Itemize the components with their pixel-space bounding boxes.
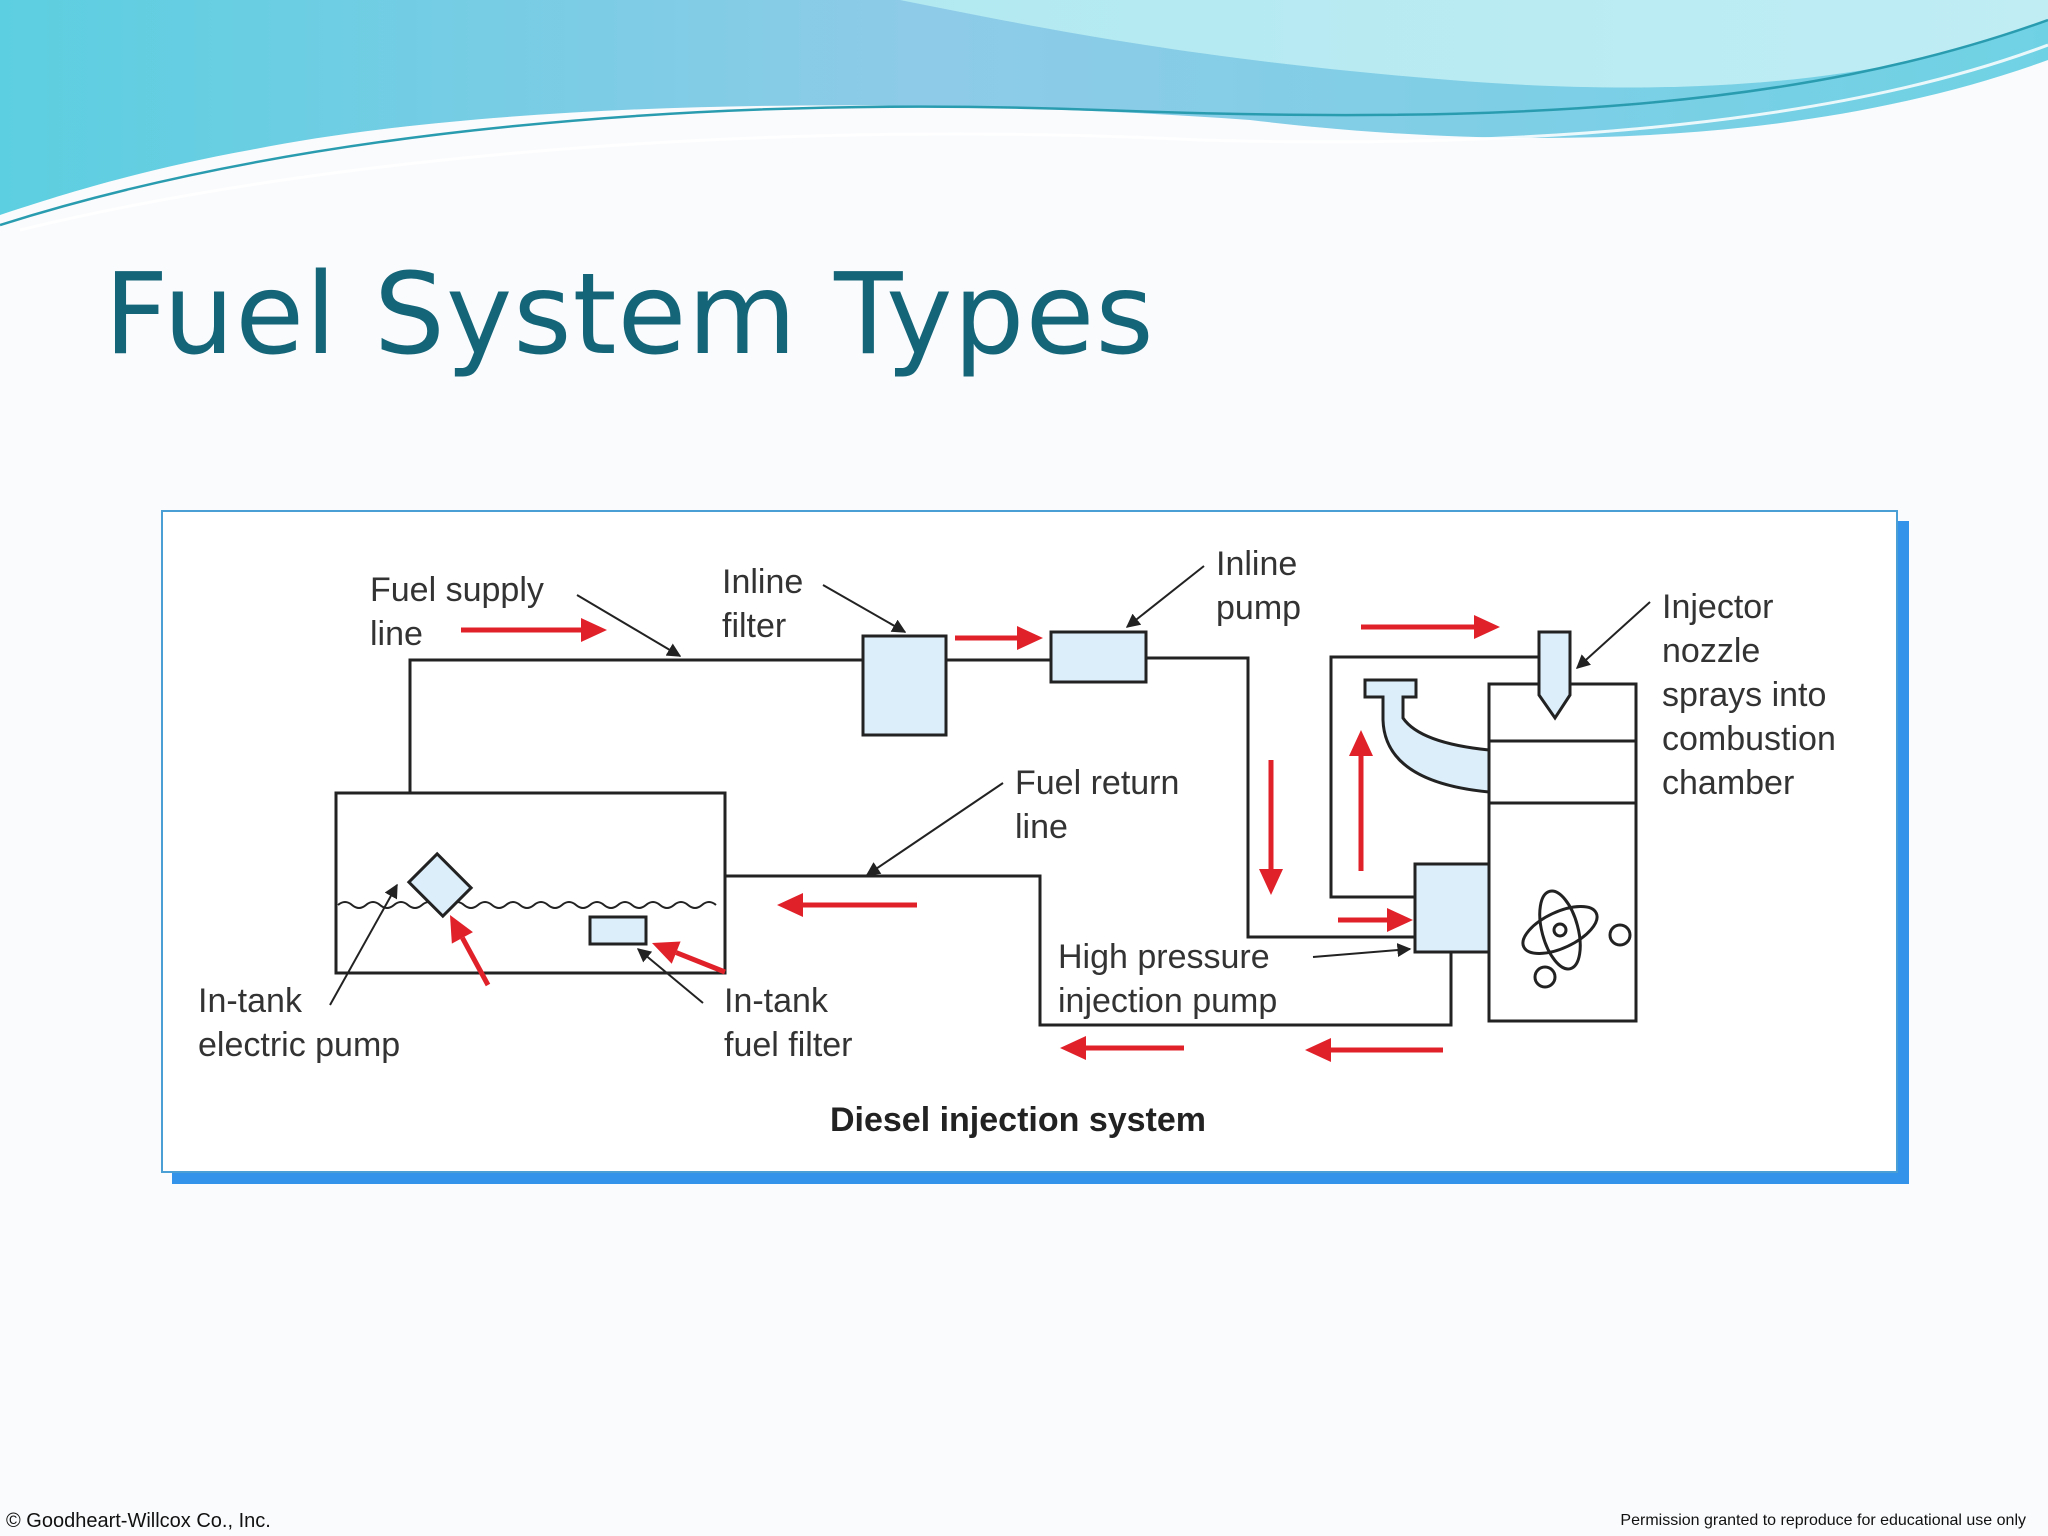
slide-title: Fuel System Types bbox=[104, 250, 1155, 380]
label-fuel-return-line: Fuel return line bbox=[1015, 764, 1189, 846]
inline-filter bbox=[861, 634, 948, 737]
fuel-level-surface bbox=[337, 901, 717, 909]
label-inline-filter: Inline filter bbox=[722, 563, 813, 645]
flow-arrow-head bbox=[1474, 615, 1500, 639]
footer-permission-notice: Permission granted to reproduce for educ… bbox=[1620, 1512, 2026, 1529]
injector-nozzle bbox=[1537, 630, 1572, 721]
label-fuel-supply-line: Fuel supply line bbox=[370, 571, 553, 653]
in-tank-fuel-filter bbox=[588, 915, 648, 946]
crankshaft-icon bbox=[1521, 889, 1632, 989]
label-high-pressure-pump: High pressure injection pump bbox=[1058, 938, 1279, 1020]
leader-lines bbox=[329, 565, 1651, 1006]
injector-line bbox=[1329, 655, 1555, 899]
flow-arrow-head bbox=[1387, 908, 1413, 932]
flow-arrow-shaft bbox=[460, 936, 491, 987]
label-in-tank-electric-pump: In-tank electric pump bbox=[198, 982, 400, 1064]
label-injector-nozzle: Injector nozzle sprays into combustion c… bbox=[1662, 588, 1845, 802]
flow-arrow-head bbox=[1060, 1036, 1086, 1060]
flow-arrows bbox=[450, 615, 1500, 1062]
header-wave-decoration bbox=[0, 0, 2048, 232]
label-in-tank-fuel-filter: In-tank fuel filter bbox=[724, 982, 853, 1064]
flow-arrow-head bbox=[777, 893, 803, 917]
flow-arrow-head bbox=[652, 941, 681, 964]
label-inline-pump: Inline pump bbox=[1216, 545, 1307, 627]
flow-arrow-head bbox=[1349, 730, 1373, 756]
flow-arrow-head bbox=[581, 618, 607, 642]
flow-arrow-head bbox=[450, 915, 473, 944]
intake-manifold bbox=[1363, 678, 1491, 794]
flow-arrow-head bbox=[1017, 626, 1043, 650]
diagram-caption: Diesel injection system bbox=[830, 1101, 1206, 1139]
flow-arrow-head bbox=[1259, 869, 1283, 895]
fuel-return-line bbox=[660, 874, 1453, 1027]
combustion-chamber bbox=[1487, 739, 1638, 805]
high-pressure-injection-pump bbox=[1413, 862, 1491, 954]
in-tank-electric-pump bbox=[406, 851, 474, 919]
footer-copyright: © Goodheart-Willcox Co., Inc. bbox=[6, 1510, 271, 1532]
inline-pump bbox=[1049, 630, 1148, 684]
engine bbox=[1363, 678, 1638, 1023]
flow-arrow-head bbox=[1305, 1038, 1331, 1062]
engine-block bbox=[1487, 801, 1638, 1023]
flow-arrow-shaft bbox=[675, 950, 726, 975]
